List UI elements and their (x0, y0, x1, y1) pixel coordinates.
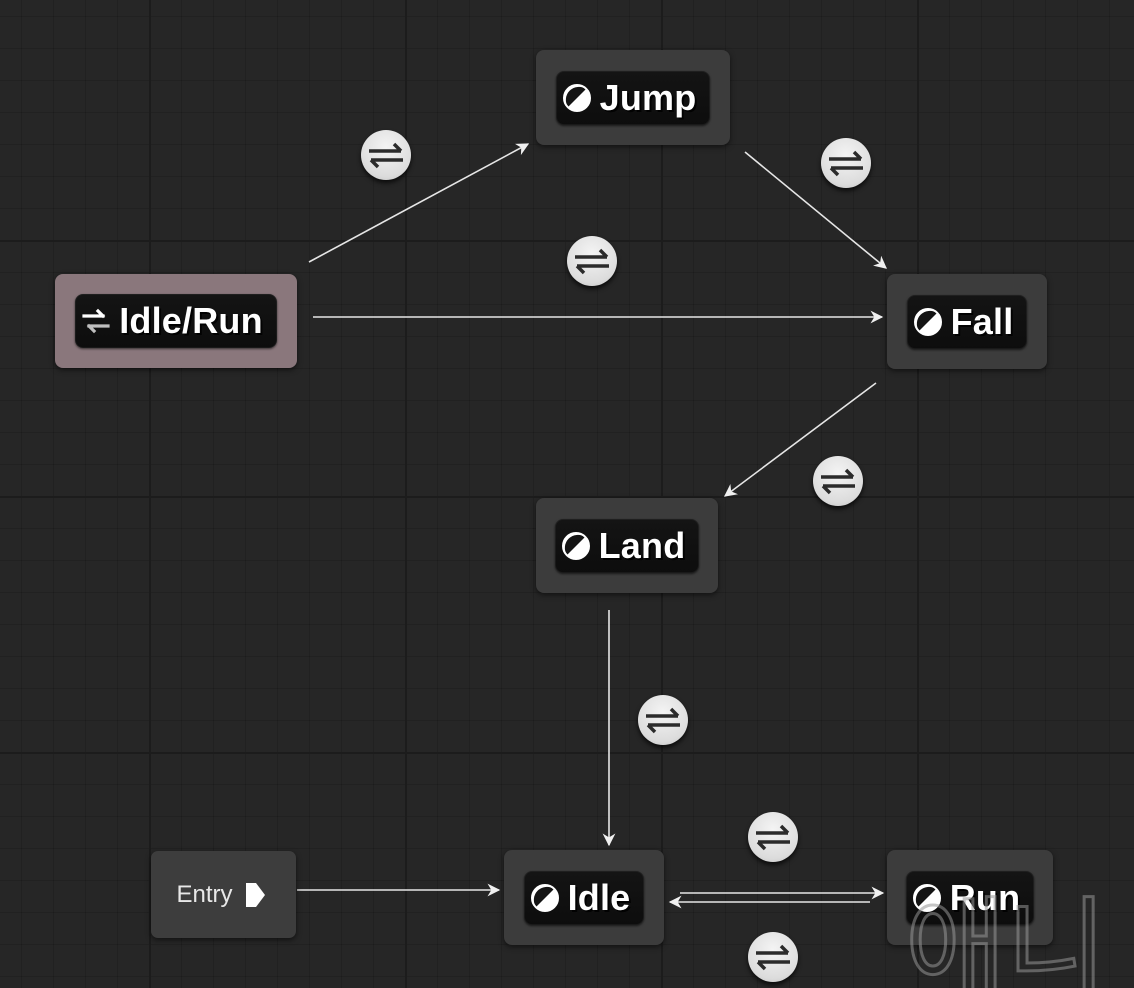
entry-node[interactable]: Entry (151, 851, 296, 938)
state-node-jump[interactable]: Jump (536, 50, 730, 145)
state-label: Idle/Run (119, 300, 263, 341)
state-node-land[interactable]: Land (536, 498, 718, 593)
state-half-circle-icon (561, 531, 590, 560)
state-node-run-title: Run (905, 870, 1035, 925)
entry-pin-icon[interactable] (243, 881, 267, 909)
state-label: Fall (950, 300, 1014, 342)
state-node-fall-title: Fall (906, 294, 1028, 349)
wire-jump-to-fall (744, 151, 887, 269)
state-node-fall[interactable]: Fall (887, 274, 1047, 369)
state-node-run[interactable]: Run (887, 850, 1053, 945)
state-node-idle-run-title: Idle/Run (75, 294, 277, 348)
transition-rule-idle-to-run[interactable] (748, 812, 798, 862)
transition-rule-icon (821, 468, 855, 495)
state-half-circle-icon (530, 883, 559, 912)
entry-label: Entry (176, 880, 233, 908)
state-node-idle-title: Idle (523, 870, 645, 925)
state-node-land-title: Land (554, 518, 700, 573)
state-node-idle[interactable]: Idle (504, 850, 664, 945)
state-half-circle-icon (913, 307, 942, 336)
transition-rule-run-to-idle[interactable] (748, 932, 798, 982)
transition-rule-idle-run-to-jump[interactable] (361, 130, 411, 180)
state-node-jump-title: Jump (555, 70, 711, 125)
state-node-idle-run[interactable]: Idle/Run (55, 274, 297, 368)
state-label: Land (598, 524, 686, 566)
state-label: Jump (599, 76, 697, 118)
wire-idle-run-to-jump (308, 143, 530, 263)
transition-rule-jump-to-fall[interactable] (821, 138, 871, 188)
transition-rule-icon (756, 824, 790, 851)
state-label: Run (949, 876, 1021, 918)
transition-rule-idle-run-to-fall[interactable] (567, 236, 617, 286)
wire-fall-to-land (723, 382, 877, 497)
transition-rule-fall-to-land[interactable] (813, 456, 863, 506)
transition-rule-icon (575, 248, 609, 275)
transition-rule-land-to-idle[interactable] (638, 695, 688, 745)
transition-rule-icon (829, 150, 863, 177)
transition-rule-icon (646, 707, 680, 734)
state-half-circle-icon (912, 883, 941, 912)
transition-rule-icon (756, 944, 790, 971)
state-label: Idle (567, 876, 631, 918)
transition-rule-icon (369, 142, 403, 169)
state-half-circle-icon (562, 83, 591, 112)
conduit-swap-icon (82, 308, 110, 334)
